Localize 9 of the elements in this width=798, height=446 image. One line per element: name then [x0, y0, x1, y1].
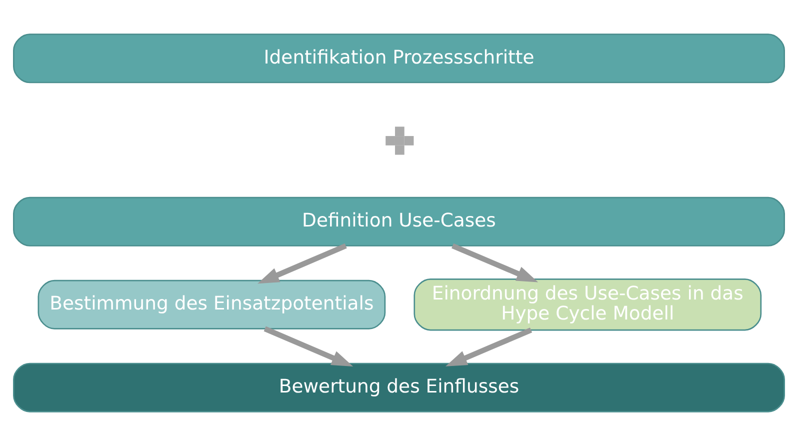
arrow: [446, 328, 532, 366]
node-box: Definition Use-Cases: [13, 196, 785, 246]
node-box: Bewertung des Einflusses: [13, 362, 785, 412]
node-box: Einordnung des Use-Cases in das Hype Cycle Modell: [414, 278, 762, 331]
node-box: Bestimmung des Einsatzpotentials: [38, 280, 386, 330]
arrow: [452, 243, 538, 282]
node-box: Identifikation Prozessschritte: [13, 34, 785, 84]
arrow: [264, 326, 354, 367]
arrow: [258, 243, 347, 284]
